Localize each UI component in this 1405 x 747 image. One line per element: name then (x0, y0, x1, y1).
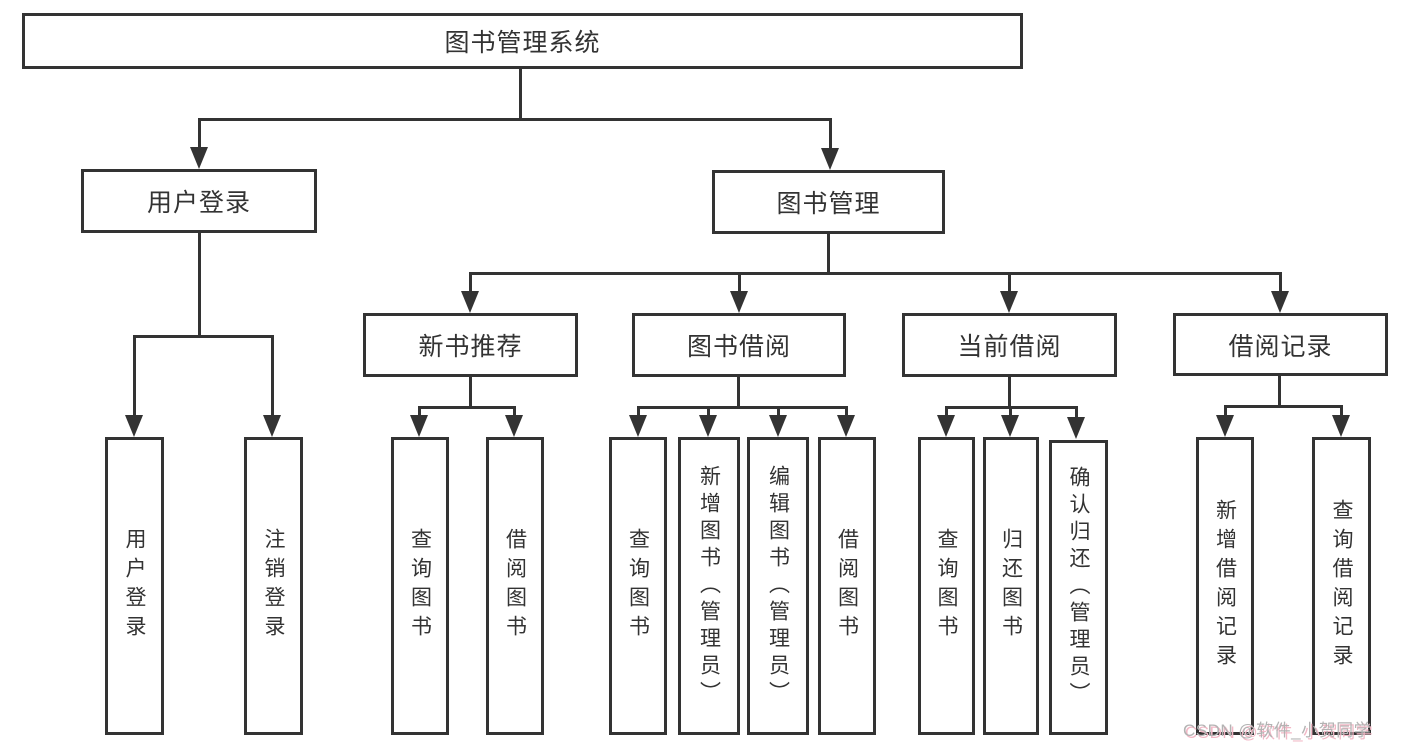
connector-line (1340, 405, 1343, 417)
leaf-label: 查询图书 (408, 528, 432, 644)
connector-line (1075, 406, 1078, 417)
node-borrowing-records: 借阅记录 (1173, 313, 1388, 376)
connector-line (1224, 405, 1227, 417)
connector-line (827, 234, 830, 272)
node-label: 图书管理系统 (444, 29, 601, 57)
connector-line (1009, 406, 1012, 417)
leaf-label: 新增图书（管理员） (697, 464, 721, 708)
leaf-add-book-admin: 新增图书（管理员） (678, 437, 740, 735)
arrow-down-icon (1001, 415, 1019, 437)
leaf-label: 新增借阅记录 (1213, 499, 1237, 673)
leaf-label: 借阅图书 (503, 528, 527, 644)
connector-line (1278, 376, 1281, 405)
arrow-down-icon (263, 415, 281, 437)
leaf-borrow-books: 借阅图书 (818, 437, 876, 735)
node-library-system: 图书管理系统 (22, 13, 1023, 69)
connector-line (738, 272, 741, 292)
arrow-down-icon (1216, 415, 1234, 437)
connector-line (737, 377, 740, 406)
leaf-return-books: 归还图书 (983, 437, 1039, 735)
leaf-add-borrow-record: 新增借阅记录 (1196, 437, 1254, 735)
leaf-query-borrow-record: 查询借阅记录 (1312, 437, 1371, 735)
arrow-down-icon (821, 148, 839, 170)
node-new-book-recommend: 新书推荐 (363, 313, 578, 377)
node-book-borrowing: 图书借阅 (632, 313, 846, 377)
node-book-management: 图书管理 (712, 170, 945, 234)
connector-line (198, 118, 201, 148)
leaf-label: 查询图书 (935, 528, 958, 644)
connector-line (469, 377, 472, 406)
leaf-label: 查询图书 (626, 528, 650, 644)
leaf-query-books-borrow: 查询图书 (609, 437, 667, 735)
arrow-down-icon (629, 415, 647, 437)
arrow-down-icon (1332, 415, 1350, 437)
leaf-label: 编辑图书（管理员） (766, 464, 790, 708)
connector-line (198, 232, 201, 335)
node-label: 新书推荐 (418, 333, 523, 361)
connector-line (945, 406, 948, 417)
arrow-down-icon (505, 415, 523, 437)
leaf-label: 注销登录 (262, 528, 285, 644)
connector-line (469, 272, 472, 292)
arrow-down-icon (1067, 417, 1085, 439)
node-label: 图书管理 (776, 190, 881, 218)
arrow-down-icon (1271, 291, 1289, 313)
connector-line (829, 118, 832, 149)
csdn-watermark: CSDN @软件_小贺同学 (1183, 721, 1372, 740)
leaf-label: 借阅图书 (835, 528, 859, 644)
arrow-down-icon (730, 291, 748, 313)
connector-line (1008, 377, 1011, 406)
connector-line (418, 406, 516, 409)
connector-line (198, 118, 832, 121)
arrow-down-icon (699, 415, 717, 437)
leaf-confirm-return-admin: 确认归还（管理员） (1049, 440, 1108, 735)
connector-line (271, 335, 274, 416)
leaf-label: 归还图书 (999, 528, 1023, 644)
arrow-down-icon (410, 415, 428, 437)
arrow-down-icon (461, 291, 479, 313)
connector-line (777, 406, 780, 417)
node-user-login: 用户登录 (81, 169, 317, 233)
connector-line (519, 69, 522, 118)
arrow-down-icon (769, 415, 787, 437)
connector-line (1279, 272, 1282, 292)
node-label: 借阅记录 (1228, 332, 1333, 361)
node-label: 当前借阅 (957, 333, 1062, 361)
arrow-down-icon (1000, 291, 1018, 313)
connector-line (1224, 405, 1342, 408)
arrow-down-icon (937, 415, 955, 437)
connector-line (469, 272, 1281, 275)
connector-line (845, 406, 848, 417)
connector-line (637, 406, 640, 417)
leaf-logout: 注销登录 (244, 437, 303, 735)
connector-line (418, 406, 421, 417)
leaf-query-books-current: 查询图书 (918, 437, 975, 735)
leaf-query-books-recommend: 查询图书 (391, 437, 449, 735)
leaf-label: 用户登录 (123, 528, 146, 644)
arrow-down-icon (190, 147, 208, 169)
arrow-down-icon (837, 415, 855, 437)
connector-line (707, 406, 710, 417)
leaf-label: 确认归还（管理员） (1067, 466, 1090, 709)
leaf-borrow-books-recommend: 借阅图书 (486, 437, 544, 735)
connector-line (513, 406, 516, 417)
connector-line (637, 406, 846, 409)
leaf-label: 查询借阅记录 (1330, 499, 1353, 673)
leaf-user-login: 用户登录 (105, 437, 164, 735)
node-label: 用户登录 (146, 189, 251, 217)
node-label: 图书借阅 (686, 333, 791, 361)
node-current-borrowing: 当前借阅 (902, 313, 1117, 377)
connector-line (1008, 272, 1011, 292)
connector-line (133, 335, 274, 338)
leaf-edit-book-admin: 编辑图书（管理员） (747, 437, 809, 735)
arrow-down-icon (125, 415, 143, 437)
connector-line (133, 335, 136, 416)
